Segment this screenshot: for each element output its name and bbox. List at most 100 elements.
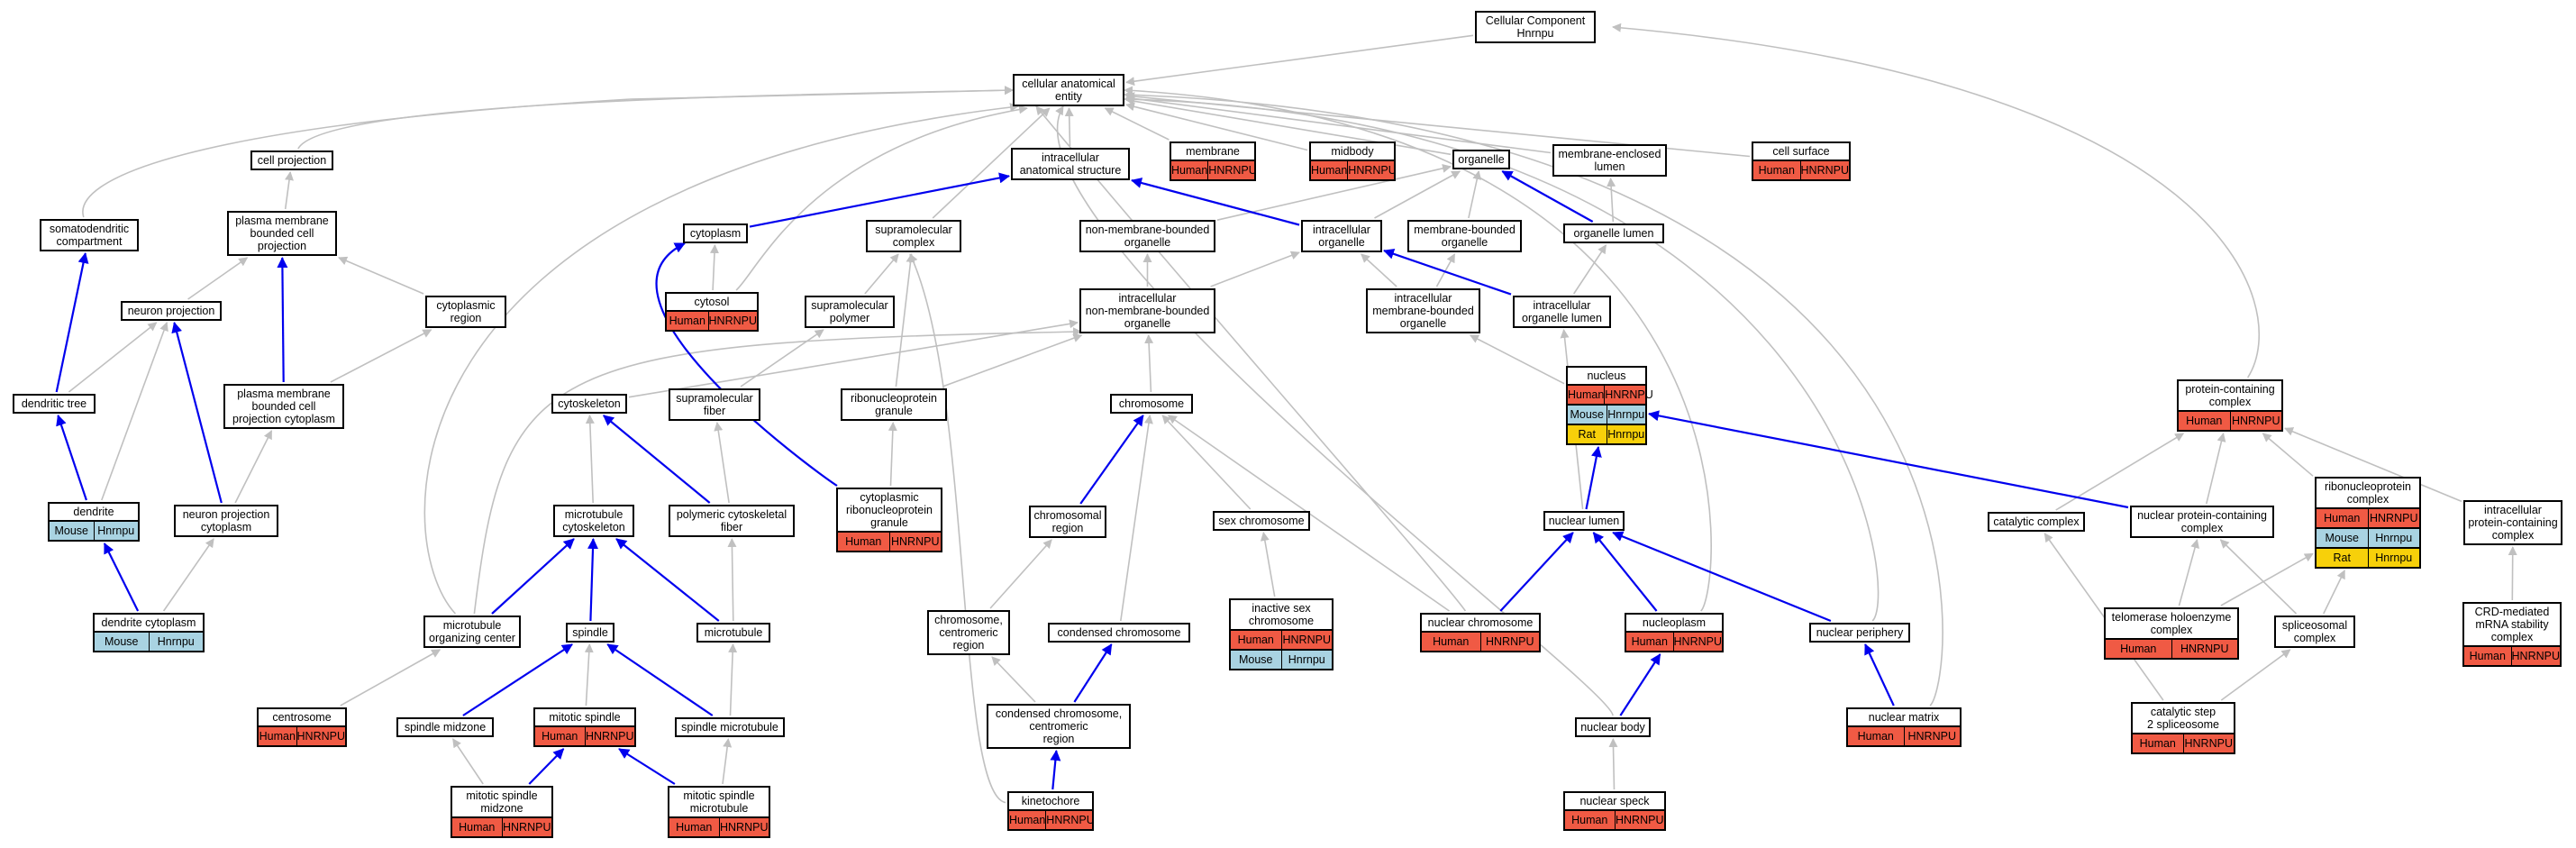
node-label: membrane: [1170, 141, 1256, 161]
node-dendtree[interactable]: dendritic tree: [13, 394, 96, 414]
label-line: complex: [2180, 522, 2224, 534]
edge-npcc-to-nucleus: [1648, 410, 2129, 509]
node-label: nuclear body: [1575, 717, 1651, 737]
node-spindlemt[interactable]: spindle microtubule: [675, 717, 785, 737]
node-organelle[interactable]: organelle: [1452, 150, 1510, 169]
label-line: intracellular: [1118, 292, 1177, 305]
edge-supapolymer-to-supracomplex: [864, 253, 899, 295]
node-label: dendritic tree: [13, 394, 96, 414]
edge-msm-to-spindlemid: [452, 738, 484, 785]
node-cytoplasm[interactable]: cytoplasm: [683, 223, 748, 243]
edge-ccr-to-chromregion: [989, 539, 1052, 609]
node-nuclumen[interactable]: nuclear lumen: [1543, 511, 1625, 531]
node-nucbody[interactable]: nuclear body: [1575, 717, 1651, 737]
species-cell: Human: [1857, 730, 1894, 743]
node-microtubule[interactable]: microtubule: [696, 623, 770, 643]
label-line: neuron projection: [127, 305, 215, 317]
node-catcomplex[interactable]: catalytic complex: [1988, 512, 2085, 532]
node-condchrom[interactable]: condensed chromosome: [1048, 623, 1190, 643]
node-chromosome[interactable]: chromosome: [1110, 394, 1193, 414]
node-cytoskeleton[interactable]: cytoskeleton: [551, 394, 627, 414]
node-label: mitotic spindle: [533, 707, 636, 727]
node-sexchrom[interactable]: sex chromosome: [1213, 511, 1310, 531]
edge-nucperiph-to-nuclumen: [1612, 531, 1832, 623]
edge-dendcyto-to-npc: [162, 538, 214, 612]
label-line: supramolecular: [676, 392, 753, 405]
label-line: cellular anatomical: [1022, 78, 1115, 90]
node-orglumen[interactable]: organelle lumen: [1563, 223, 1664, 243]
gene-cell: HNRNPU: [2171, 640, 2238, 658]
edge-imbo-to-io: [1361, 253, 1397, 287]
node-spindle[interactable]: spindle: [566, 623, 614, 643]
node-label: centrosome: [257, 707, 347, 727]
edge-kinetochore-to-supracomplex: [909, 253, 1006, 804]
gene-cell: HNRNPU: [1479, 633, 1540, 651]
edge-nucmatrix-to-nucperiph: [1864, 643, 1895, 707]
gene-cell: HNRNPU: [2182, 734, 2235, 752]
label-line: compartment: [56, 235, 123, 248]
label-line: midzone: [480, 802, 523, 815]
node-cellprojection[interactable]: cell projection: [250, 150, 333, 170]
node-nucperiph[interactable]: nuclear periphery: [1809, 623, 1910, 643]
node-neuronproj[interactable]: neuron projection: [121, 301, 222, 321]
gene-cell: HNRNPU: [2367, 509, 2420, 527]
node-spindlemid[interactable]: spindle midzone: [396, 717, 494, 737]
